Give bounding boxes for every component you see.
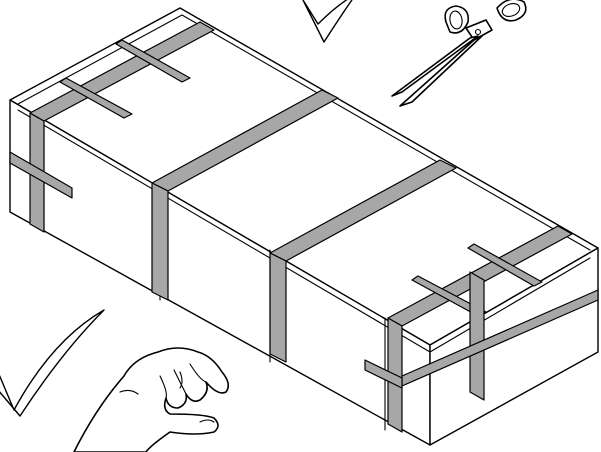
scissors-icon [392,0,526,106]
hand-icon [74,348,228,452]
check-mark-icon [0,310,104,416]
package-icon [10,8,598,445]
check-mark-icon [303,0,356,42]
